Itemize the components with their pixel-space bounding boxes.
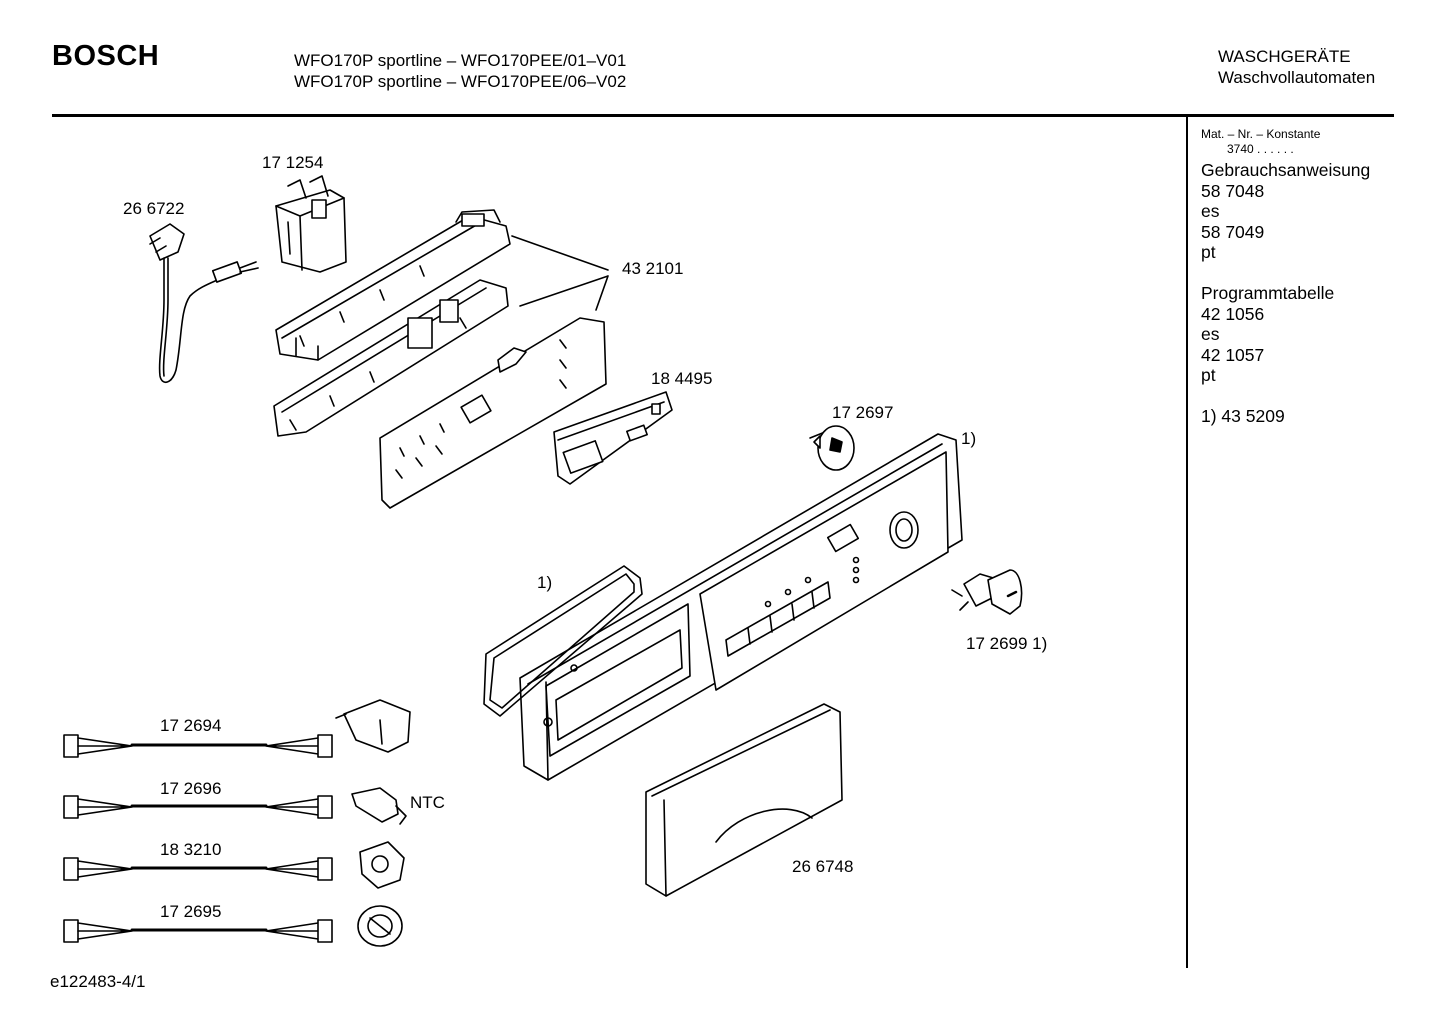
interference-filter-part	[275, 175, 347, 273]
model-line-2: WFO170P sportline – WFO170PEE/06–V02	[294, 72, 627, 91]
mains-cable-part	[149, 223, 259, 383]
part-note-seal: 1)	[537, 573, 553, 592]
program-knob-part	[951, 569, 1023, 615]
part-label-control-module: 43 2101	[622, 259, 684, 278]
part-label-harness-1: 17 2694	[160, 716, 222, 735]
control-module-part	[273, 209, 609, 509]
part-note-panel: 1)	[961, 429, 977, 448]
category-line-1: WASCHGERÄTE	[1218, 47, 1351, 66]
part-label-drawer-handle: 26 6748	[792, 857, 854, 876]
selector-shaft-part	[809, 425, 855, 471]
mat-number-label: Mat. – Nr. – Konstante	[1201, 127, 1321, 141]
manual-number-1: 58 7048	[1201, 180, 1265, 201]
harness-2-part	[63, 787, 407, 825]
part-label-harness-3: 18 3210	[160, 840, 222, 859]
sidebar-divider	[1186, 114, 1188, 968]
program-title: Programmtabelle	[1201, 282, 1335, 303]
brand-logo: BOSCH	[52, 40, 160, 72]
program-number-2: 42 1057	[1201, 344, 1265, 365]
part-label-display-board: 18 4495	[651, 369, 713, 388]
exploded-parts-drawing	[63, 175, 1023, 947]
mat-number-value: 3740 . . . . . .	[1227, 142, 1294, 156]
document-id: e122483-4/1	[50, 972, 146, 991]
wiring-harnesses	[63, 699, 411, 947]
harness-1-part	[63, 699, 411, 758]
harness-4-part	[63, 905, 403, 947]
manual-number-2: 58 7049	[1201, 221, 1265, 242]
part-label-harness-4: 17 2695	[160, 902, 222, 921]
drawer-seal-part	[483, 565, 643, 717]
part-label-mains-cable: 26 6722	[123, 199, 185, 218]
part-label-harness-2: 17 2696	[160, 779, 222, 798]
fascia-panel-part	[519, 433, 963, 781]
sidebar-info: Mat. – Nr. – Konstante 3740 . . . . . . …	[1201, 127, 1391, 427]
footnote: 1) 43 5209	[1201, 405, 1285, 426]
model-line-1: WFO170P sportline – WFO170PEE/01–V01	[294, 51, 627, 70]
program-number-1: 42 1056	[1201, 303, 1265, 324]
harness-3-part	[63, 841, 405, 889]
header-divider	[52, 114, 1394, 117]
manual-block: Gebrauchsanweisung 58 7048 es 58 7049 pt	[1201, 160, 1391, 263]
manual-title: Gebrauchsanweisung	[1201, 160, 1371, 180]
part-label-knob: 17 2699 1)	[966, 634, 1048, 653]
drawer-handle-part	[645, 703, 843, 897]
display-board-part	[553, 391, 673, 485]
category-line-2: Waschvollautomaten	[1218, 68, 1376, 87]
program-lang-1: es	[1201, 324, 1220, 345]
program-lang-2: pt	[1201, 365, 1216, 386]
program-table-block: Programmtabelle 42 1056 es 42 1057 pt	[1201, 283, 1391, 386]
manual-lang-1: es	[1201, 201, 1220, 222]
part-label-ntc: NTC	[410, 793, 445, 812]
manual-lang-2: pt	[1201, 242, 1216, 263]
part-label-interference-filter: 17 1254	[262, 153, 324, 172]
part-label-selector-shaft: 17 2697	[832, 403, 894, 422]
